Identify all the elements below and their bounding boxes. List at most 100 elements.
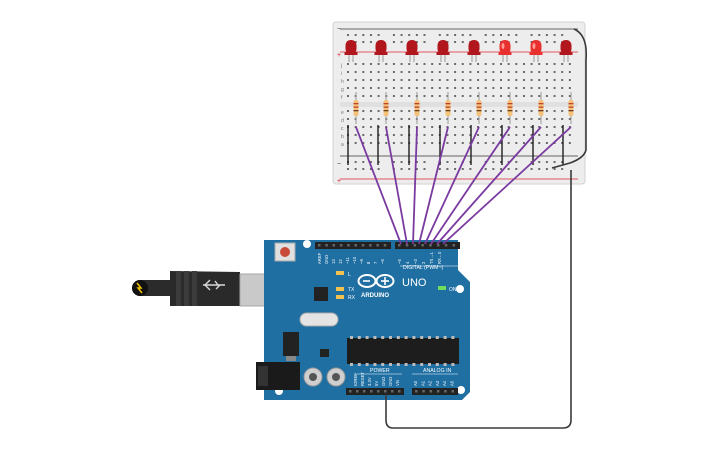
rail-hole[interactable] (362, 161, 365, 163)
breadboard-hole[interactable] (446, 71, 449, 73)
breadboard-hole[interactable] (423, 63, 426, 65)
header-pin[interactable] (451, 390, 455, 393)
breadboard-hole[interactable] (469, 118, 472, 120)
breadboard-hole[interactable] (553, 126, 556, 128)
breadboard-hole[interactable] (553, 95, 556, 97)
breadboard-hole[interactable] (369, 87, 372, 89)
breadboard-hole[interactable] (538, 142, 541, 144)
breadboard-hole[interactable] (392, 87, 395, 89)
digital-header-left[interactable] (315, 242, 391, 249)
breadboard-hole[interactable] (354, 71, 357, 73)
breadboard-hole[interactable] (484, 134, 487, 136)
breadboard-hole[interactable] (400, 134, 403, 136)
breadboard-hole[interactable] (477, 134, 480, 136)
rail-hole[interactable] (400, 161, 403, 163)
breadboard-hole[interactable] (431, 118, 434, 120)
breadboard-hole[interactable] (415, 79, 418, 81)
breadboard-hole[interactable] (446, 95, 449, 97)
breadboard-hole[interactable] (423, 110, 426, 112)
resistor-7[interactable] (538, 100, 544, 116)
rail-hole[interactable] (461, 41, 464, 43)
rail-hole[interactable] (354, 161, 357, 163)
header-pin[interactable] (405, 244, 409, 247)
rail-hole[interactable] (400, 41, 403, 43)
header-pin[interactable] (369, 244, 372, 247)
breadboard-hole[interactable] (538, 126, 541, 128)
rail-hole[interactable] (515, 168, 518, 170)
breadboard-hole[interactable] (515, 63, 518, 65)
breadboard-hole[interactable] (500, 126, 502, 128)
breadboard-hole[interactable] (354, 79, 357, 81)
breadboard[interactable]: − + − + j i h g f e d c b a (332, 21, 586, 185)
breadboard-hole[interactable] (400, 110, 403, 112)
rail-hole[interactable] (538, 34, 541, 36)
breadboard-hole[interactable] (438, 71, 441, 73)
breadboard-hole[interactable] (362, 63, 365, 65)
led-6[interactable] (499, 40, 511, 54)
breadboard-hole[interactable] (507, 118, 510, 120)
rail-hole[interactable] (515, 34, 518, 36)
rail-hole[interactable] (454, 161, 457, 163)
breadboard-hole[interactable] (461, 142, 464, 144)
rail-hole[interactable] (492, 168, 495, 170)
breadboard-hole[interactable] (530, 142, 533, 144)
breadboard-hole[interactable] (408, 63, 411, 65)
led-8[interactable] (560, 40, 572, 54)
breadboard-hole[interactable] (369, 142, 372, 144)
header-pin[interactable] (349, 390, 352, 393)
rail-hole[interactable] (545, 161, 548, 163)
rail-hole[interactable] (461, 34, 464, 36)
rail-hole[interactable] (507, 161, 510, 163)
breadboard-hole[interactable] (369, 95, 372, 97)
breadboard-hole[interactable] (507, 79, 510, 81)
rail-hole[interactable] (492, 41, 495, 43)
breadboard-hole[interactable] (500, 79, 502, 81)
rail-hole[interactable] (545, 168, 548, 170)
breadboard-hole[interactable] (530, 110, 533, 112)
breadboard-hole[interactable] (484, 126, 487, 128)
breadboard-hole[interactable] (400, 118, 403, 120)
breadboard-hole[interactable] (469, 71, 472, 73)
breadboard-hole[interactable] (484, 142, 487, 144)
breadboard-hole[interactable] (461, 63, 464, 65)
breadboard-hole[interactable] (461, 71, 464, 73)
breadboard-hole[interactable] (568, 118, 571, 120)
breadboard-hole[interactable] (408, 71, 411, 73)
rail-hole[interactable] (415, 161, 418, 163)
reset-button-cap[interactable] (280, 247, 290, 257)
header-pin[interactable] (325, 244, 328, 247)
breadboard-hole[interactable] (561, 95, 564, 97)
rail-hole[interactable] (423, 34, 426, 36)
breadboard-hole[interactable] (522, 134, 525, 136)
power-header[interactable] (346, 388, 404, 395)
rail-hole[interactable] (530, 168, 533, 170)
breadboard-hole[interactable] (553, 87, 556, 89)
breadboard-hole[interactable] (500, 87, 502, 89)
signal-wire-5[interactable] (424, 126, 480, 245)
breadboard-hole[interactable] (515, 126, 518, 128)
rail-hole[interactable] (369, 34, 372, 36)
breadboard-hole[interactable] (454, 110, 457, 112)
rail-hole[interactable] (392, 161, 395, 163)
header-pin[interactable] (356, 390, 359, 393)
rail-hole[interactable] (423, 161, 426, 163)
breadboard-hole[interactable] (408, 87, 411, 89)
breadboard-hole[interactable] (392, 126, 395, 128)
breadboard-hole[interactable] (461, 87, 464, 89)
breadboard-hole[interactable] (385, 134, 388, 136)
breadboard-hole[interactable] (477, 71, 480, 73)
breadboard-hole[interactable] (423, 87, 426, 89)
header-pin[interactable] (354, 244, 358, 247)
breadboard-hole[interactable] (469, 95, 472, 97)
breadboard-hole[interactable] (553, 110, 556, 112)
breadboard-hole[interactable] (431, 87, 434, 89)
rail-hole[interactable] (507, 168, 510, 170)
header-pin[interactable] (429, 244, 432, 247)
breadboard-hole[interactable] (507, 134, 510, 136)
header-pin[interactable] (363, 390, 366, 393)
breadboard-hole[interactable] (400, 79, 403, 81)
breadboard-hole[interactable] (522, 79, 525, 81)
breadboard-hole[interactable] (530, 118, 533, 120)
breadboard-hole[interactable] (530, 87, 533, 89)
breadboard-hole[interactable] (469, 87, 472, 89)
